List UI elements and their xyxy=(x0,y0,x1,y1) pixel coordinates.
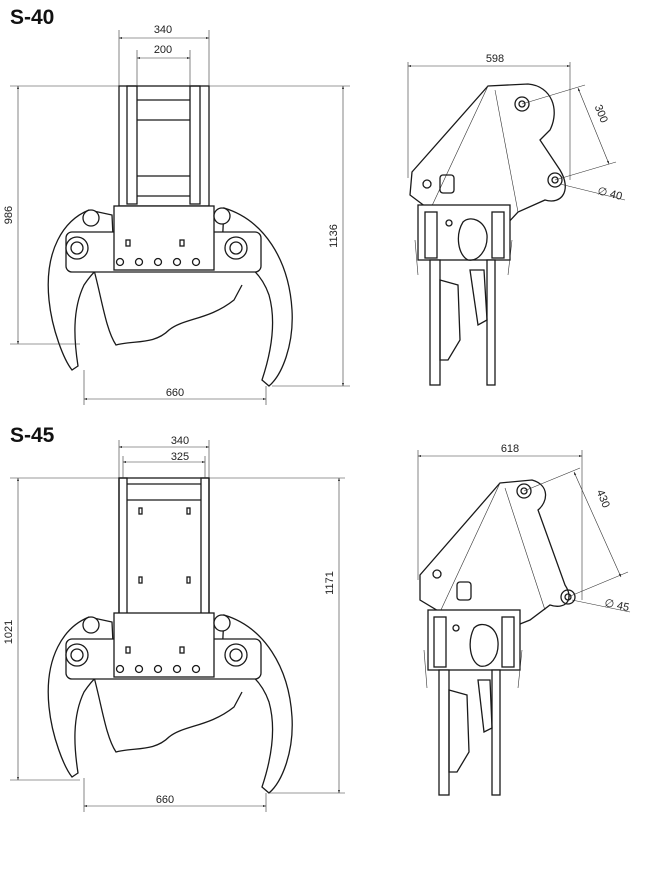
s40-side-view xyxy=(409,83,566,386)
s40-dim-height-1136: 1136 xyxy=(328,224,340,248)
s45-dim-mast-width: 340 xyxy=(171,435,189,447)
s45-dim-height-1171: 1171 xyxy=(324,571,336,595)
s45-dim-depth-618: 618 xyxy=(501,443,519,455)
s45-dim-pin-distance-430: 430 xyxy=(594,488,612,510)
s40-dim-inner-width: 200 xyxy=(154,44,172,56)
s45-side-dimensions: 618 430 ∅ 45 xyxy=(417,443,630,614)
s45-dim-height-1021: 1021 xyxy=(3,620,15,644)
s40-front-dimensions: 340 200 986 1136 660 xyxy=(3,24,350,405)
s45-side-view xyxy=(419,479,576,796)
s40-dim-pin-distance-300: 300 xyxy=(592,103,610,125)
s45-dim-opening-660: 660 xyxy=(156,794,174,806)
model-title-s40: S-40 xyxy=(10,6,55,29)
s40-dim-depth-598: 598 xyxy=(486,53,504,65)
s45-front-view xyxy=(47,477,293,794)
s40-dim-opening-660: 660 xyxy=(166,387,184,399)
s45-dim-inner-width: 325 xyxy=(171,451,189,463)
s40-dim-mast-width: 340 xyxy=(154,24,172,36)
s45-front-dimensions: 340 325 1021 1171 660 xyxy=(3,435,345,812)
model-title-s45: S-45 xyxy=(10,424,55,447)
s40-side-dimensions: 598 300 ∅ 40 xyxy=(407,53,626,203)
s40-dim-height-986: 986 xyxy=(3,206,15,224)
s40-front-view xyxy=(47,85,293,387)
s45-dim-pin-diameter: ∅ 45 xyxy=(603,597,630,614)
s40-dim-pin-diameter: ∅ 40 xyxy=(596,185,623,203)
